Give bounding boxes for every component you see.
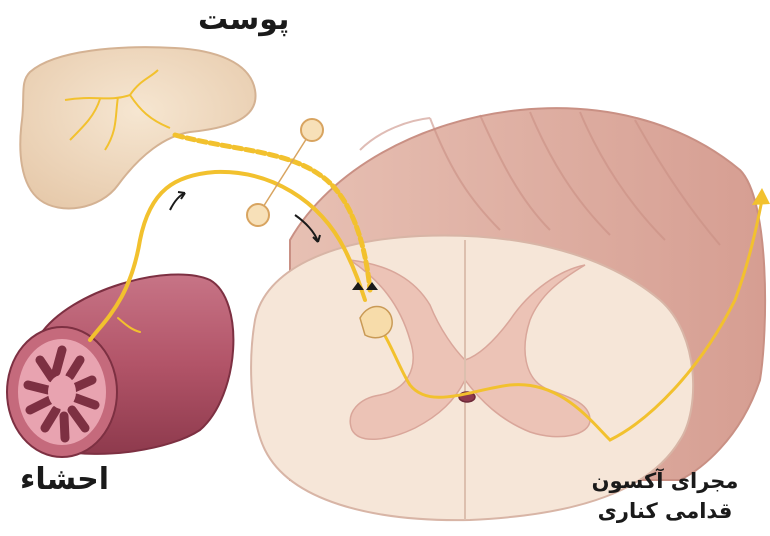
anterolateral-tract-label: مجرای آکسون قدامی کناری — [585, 466, 745, 526]
spinal-cord — [251, 108, 765, 520]
viscera-label: احشاء — [20, 462, 109, 497]
skin-label: پوست — [198, 2, 289, 37]
skin-tissue — [20, 47, 255, 208]
tract-label-line2: قدامی کناری — [585, 496, 745, 526]
tract-label-line1: مجرای آکسون — [585, 466, 745, 496]
